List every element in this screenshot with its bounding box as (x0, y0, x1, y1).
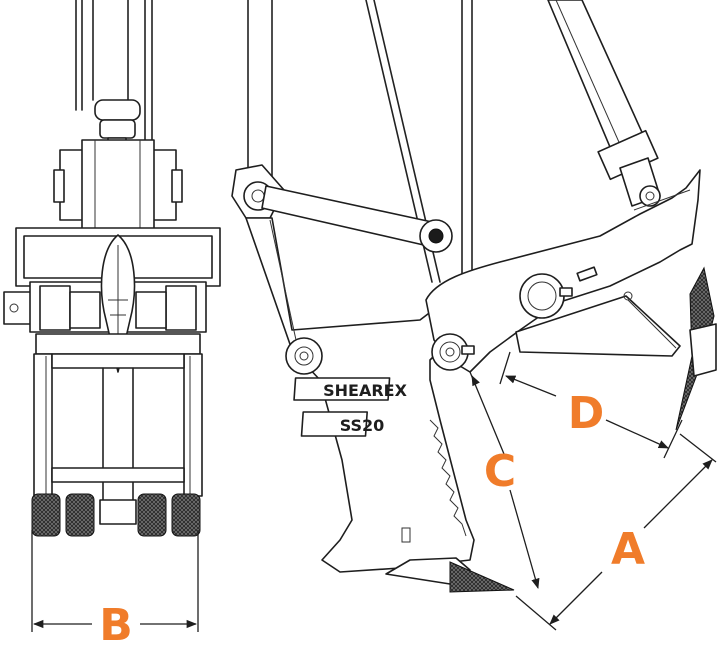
dimension-c: C (469, 371, 540, 589)
dimension-a: A (515, 433, 717, 631)
side-view: SHEAREX SS20 (231, 0, 717, 593)
dimension-label-d: D (568, 388, 605, 439)
model-plate-text: SS20 (340, 416, 385, 435)
brand-plate-text: SHEAREX (323, 381, 407, 400)
dimension-label-a: A (611, 524, 645, 575)
dimension-label-c: C (484, 446, 516, 497)
front-view (3, 0, 221, 537)
dimension-b: B (31, 530, 199, 646)
dimension-label-b: B (99, 600, 133, 646)
dimension-d: D (499, 351, 683, 459)
